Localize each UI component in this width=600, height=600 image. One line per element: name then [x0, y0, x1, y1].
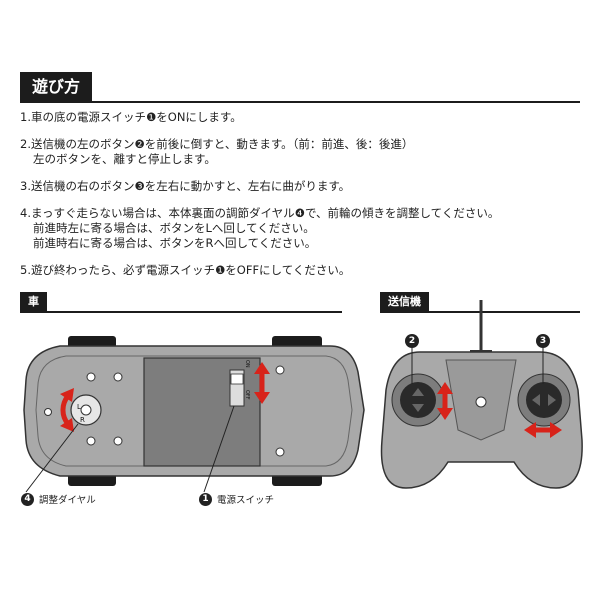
switch-off-text: OFF — [244, 390, 250, 400]
callout-3: 3 — [536, 334, 550, 348]
title-divider — [20, 101, 580, 103]
right-turn-arrow-icon — [550, 422, 562, 438]
car-body-inner-outline — [35, 355, 353, 467]
right-stick-right-icon — [548, 394, 556, 406]
step-line: 前進時左に寄る場合は、ボタンをLへ回してください。 — [33, 221, 315, 235]
step-line: 5.遊び終わったら、必ず電源スイッチ❶をOFFにしてください。 — [20, 263, 351, 277]
switch-leader-line — [203, 405, 235, 493]
step-line: 左のボタンを、離すと停止します。 — [33, 152, 216, 166]
car-section-divider — [20, 311, 342, 313]
forward-arrow-icon — [437, 382, 453, 394]
instruction-list: 1.車の底の電源スイッチ❶をONにします。 2.送信機の左のボタン❷を前後に倒す… — [20, 110, 580, 290]
step-1: 1.車の底の電源スイッチ❶をONにします。 — [20, 110, 580, 125]
step-line: 4.まっすぐ走らない場合は、本体裏面の調節ダイヤル❹で、前輪の傾きを調整してくだ… — [20, 206, 500, 220]
step-5: 5.遊び終わったら、必ず電源スイッチ❶をOFFにしてください。 — [20, 263, 580, 278]
left-stick — [400, 382, 436, 418]
right-stick-left-icon — [532, 394, 540, 406]
screw — [275, 447, 285, 457]
adjust-dial-center — [80, 404, 92, 416]
screw — [113, 372, 123, 382]
center-indicator — [475, 396, 487, 408]
step-3: 3.送信機の右のボタン❸を左右に動かすと、左右に曲がります。 — [20, 179, 580, 194]
screw — [86, 436, 96, 446]
backward-arrow-icon — [437, 408, 453, 420]
callout-4: 4 — [21, 492, 34, 506]
switch-label-text: 電源スイッチ — [217, 495, 275, 506]
step-4: 4.まっすぐ走らない場合は、本体裏面の調節ダイヤル❹で、前輪の傾きを調整してくだ… — [20, 206, 580, 251]
left-stick-up-icon — [412, 388, 424, 396]
screw — [86, 372, 96, 382]
step-line: 2.送信機の左のボタン❷を前後に倒すと、動きます。（前：前進、後：後進） — [20, 137, 414, 151]
screw — [44, 408, 52, 416]
dial-l-text: L — [77, 403, 81, 411]
callout-2: 2 — [405, 334, 419, 348]
step-line: 1.車の底の電源スイッチ❶をONにします。 — [20, 110, 242, 124]
dial-arrow-head-bottom — [60, 418, 74, 432]
left-stick-down-icon — [412, 404, 424, 412]
switch-arrow-down-icon — [254, 392, 270, 404]
right-stick — [526, 382, 562, 418]
screw — [275, 365, 285, 375]
transmitter-section-heading: 送信機 — [380, 292, 429, 312]
switch-on-text: ON — [244, 360, 250, 368]
screw — [113, 436, 123, 446]
dial-r-text: R — [80, 416, 85, 424]
step-line: 前進時右に寄る場合は、ボタンをRへ回してください。 — [33, 236, 317, 250]
step-line: 3.送信機の右のボタン❸を左右に動かすと、左右に曲がります。 — [20, 179, 351, 193]
power-switch — [230, 373, 244, 385]
callout-1: 1 — [199, 492, 212, 506]
page-title: 遊び方 — [20, 72, 93, 102]
dial-arrow-head-top — [60, 388, 74, 402]
switch-label: 1 電源スイッチ — [198, 492, 274, 506]
switch-arrow-up-icon — [254, 362, 270, 374]
dial-label-text: 調整ダイヤル — [39, 495, 96, 506]
left-turn-arrow-icon — [524, 422, 536, 438]
dial-label: 4 調整ダイヤル — [20, 492, 96, 506]
step-2: 2.送信機の左のボタン❷を前後に倒すと、動きます。（前：前進、後：後進） 左のボ… — [20, 137, 580, 167]
dial-leader-line — [25, 423, 79, 493]
car-section-heading: 車 — [20, 292, 47, 312]
